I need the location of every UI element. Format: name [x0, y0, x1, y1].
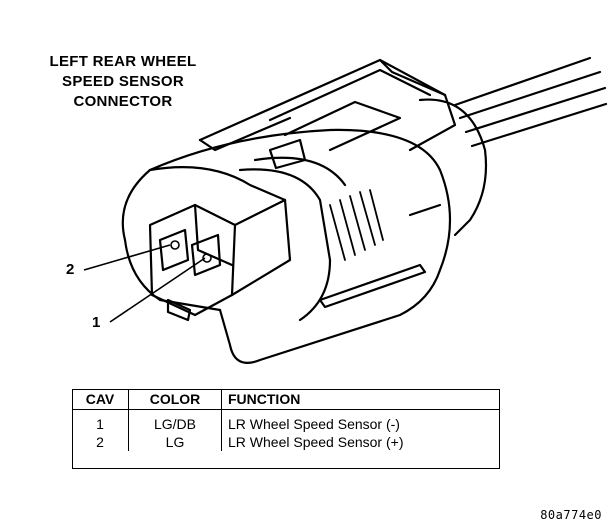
title-line-2: SPEED SENSOR — [62, 73, 184, 90]
cell-cav: 2 — [72, 433, 129, 451]
table-row: 1 LG/DB LR Wheel Speed Sensor (-) — [72, 409, 500, 433]
title-line-3: CONNECTOR — [73, 93, 173, 110]
header-cav: CAV — [72, 389, 129, 410]
shell-ribs — [329, 189, 384, 261]
pinout-table: CAV COLOR FUNCTION 1 LG/DB LR Wheel Spee… — [72, 389, 500, 451]
figure-id: 80a774e0 — [540, 508, 602, 522]
cell-function: LR Wheel Speed Sensor (+) — [228, 434, 404, 450]
cell-function: LR Wheel Speed Sensor (-) — [228, 416, 400, 432]
cell-color: LG — [128, 433, 222, 451]
latch-housing — [198, 58, 457, 170]
terminal-block — [148, 198, 292, 322]
diagram-title: LEFT REAR WHEEL SPEED SENSOR CONNECTOR — [18, 52, 228, 112]
callout-1-leader — [109, 257, 206, 323]
title-line-1: LEFT REAR WHEEL — [49, 53, 197, 70]
header-function: FUNCTION — [221, 389, 500, 410]
callout-2-leader — [83, 244, 171, 271]
callout-1-label: 1 — [92, 314, 101, 331]
cavity-pins — [170, 240, 212, 263]
cell-color: LG/DB — [128, 409, 222, 433]
wire-bundle — [453, 56, 608, 148]
shell-band — [238, 168, 332, 322]
header-color: COLOR — [128, 389, 222, 410]
side-slot — [318, 263, 427, 309]
connector-illustration — [83, 56, 608, 364]
cell-cav: 1 — [72, 409, 129, 433]
table-row: 2 LG LR Wheel Speed Sensor (+) — [72, 433, 500, 451]
callout-2-label: 2 — [66, 261, 75, 278]
table-header-row: CAV COLOR FUNCTION — [72, 389, 500, 410]
